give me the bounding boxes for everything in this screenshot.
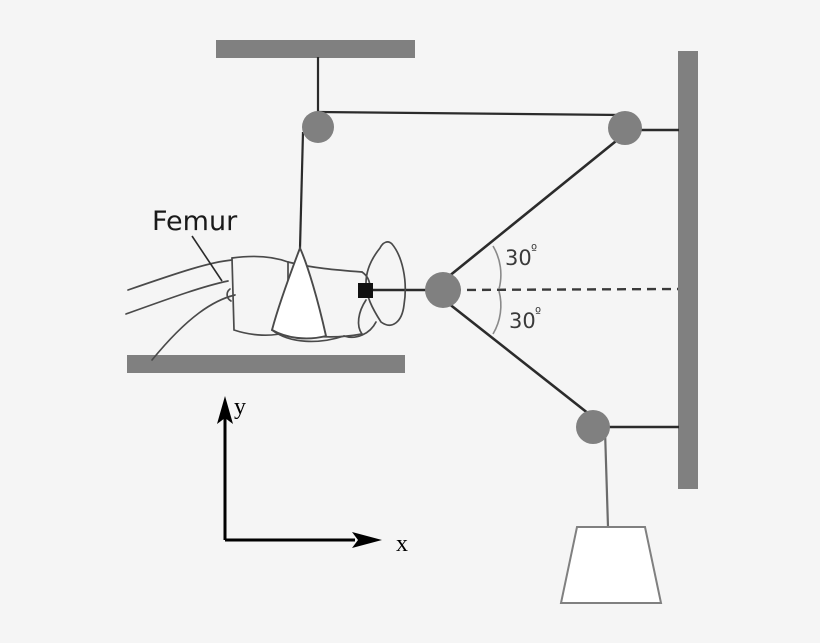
pulley-center[interactable] — [425, 272, 461, 308]
angle-label-upper: 30 º — [505, 243, 537, 270]
femur-label: Femur — [152, 206, 238, 237]
pulley-bottom-right[interactable] — [576, 410, 610, 444]
pulley-top-right[interactable] — [608, 111, 642, 145]
coordinate-axes: y x — [217, 394, 408, 557]
vertical-wall — [678, 51, 698, 489]
cord-lower-incline — [447, 301, 590, 416]
soft-tissue-ventral — [151, 294, 236, 361]
femur-leader-line — [191, 235, 223, 282]
top-support-bar — [216, 40, 415, 58]
patella-triangle — [270, 245, 328, 340]
cord-pulley-to-weight — [603, 429, 610, 528]
distal-bone-outline — [365, 241, 407, 326]
distal-connector-base — [343, 321, 377, 339]
angle-arc-lower — [492, 290, 502, 335]
bone-shaft-lower — [125, 280, 229, 315]
y-axis-label: y — [234, 394, 246, 420]
femur-proximal-top — [231, 255, 289, 263]
angle-arc-upper — [492, 245, 502, 290]
limb-ventral-contour — [271, 329, 345, 343]
angle-upper-degree-symbol: º — [531, 243, 537, 258]
joint-notch — [226, 288, 232, 302]
distal-connector-lower — [357, 299, 367, 335]
angle-label-lower: 30 º — [509, 306, 541, 333]
angle-lower-degree-symbol: º — [535, 306, 541, 321]
pulley-top-left[interactable] — [302, 111, 334, 143]
bone-shaft-upper — [127, 259, 233, 291]
hanging-weight — [559, 526, 663, 604]
cord-pulley-to-bone — [298, 131, 305, 249]
y-axis-arrowhead — [217, 396, 233, 424]
angle-lower-value: 30 — [509, 309, 536, 333]
x-axis-label: x — [396, 531, 408, 557]
angle-upper-value: 30 — [505, 246, 532, 270]
cord-top-horizontal — [317, 110, 623, 117]
x-axis-arrowhead — [352, 532, 382, 548]
bone-attachment-clamp[interactable] — [358, 283, 373, 298]
horizontal-dashed-reference-line — [451, 287, 679, 292]
bottom-support-bar — [127, 355, 405, 373]
cord-upper-incline — [447, 135, 622, 279]
leg-anatomy-outline — [125, 241, 407, 361]
